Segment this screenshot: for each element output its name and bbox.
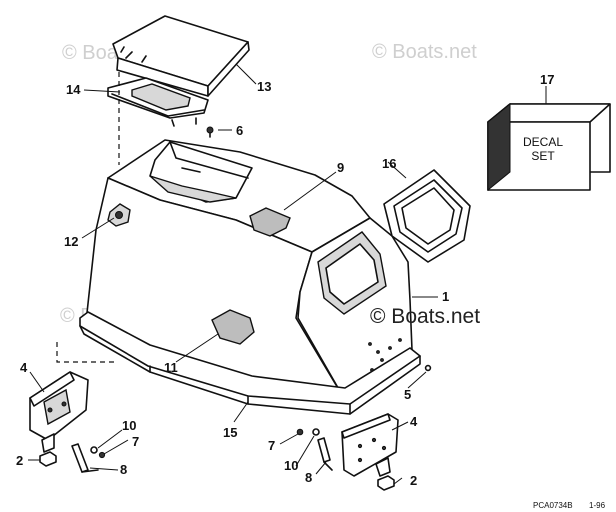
callout-7-right: 7 (268, 438, 275, 453)
top-cover-part-13 (112, 15, 250, 97)
mount-bracket-right-part-4 (341, 413, 399, 477)
callout-13: 13 (257, 79, 271, 94)
callout-7-left: 7 (132, 434, 139, 449)
alignment-line-bracket (56, 342, 118, 363)
callout-6: 6 (236, 123, 243, 138)
main-cowl-part-1 (85, 139, 413, 401)
callout-8-right: 8 (305, 470, 312, 485)
washer-right-part-10 (312, 428, 320, 436)
callout-1: 1 (442, 289, 449, 304)
callout-9: 9 (337, 160, 344, 175)
callout-16: 16 (382, 156, 396, 171)
screw-left-part-7 (98, 451, 106, 459)
callout-10-right: 10 (284, 458, 298, 473)
callout-14: 14 (66, 82, 81, 97)
callout-17: 17 (540, 72, 554, 87)
watermark-top-right: © Boats.net (372, 41, 477, 63)
leader-lines (28, 63, 547, 485)
washer-left-part-10 (90, 446, 98, 454)
bottom-seal-part-15 (79, 311, 421, 415)
clip-right-part-8 (317, 437, 333, 471)
callout-5: 5 (404, 387, 411, 402)
screw-right-part-7 (296, 428, 304, 436)
callout-15: 15 (223, 425, 237, 440)
callout-2-left: 2 (16, 453, 23, 468)
callout-2-right: 2 (410, 473, 417, 488)
grill-insert-part-14 (107, 77, 209, 127)
mount-bracket-left-part-4 (29, 371, 89, 453)
clip-left-part-8 (71, 443, 99, 473)
decal-patch-part-11 (211, 309, 255, 345)
callout-12: 12 (64, 234, 78, 249)
watermark-mid-right: © Boats.net (370, 305, 480, 328)
nut-right-part-2 (377, 475, 395, 491)
nut-left-part-2 (39, 451, 57, 467)
decal-label-line1: DECAL (523, 135, 563, 149)
callout-10-left: 10 (122, 418, 136, 433)
callout-4-right: 4 (410, 414, 418, 429)
callout-8-left: 8 (120, 462, 127, 477)
callout-11: 11 (164, 360, 178, 375)
screw-part-6 (206, 126, 214, 138)
decal-label-line2: SET (531, 149, 555, 163)
figure-date: 1-96 (589, 501, 606, 510)
fastener-part-12 (107, 203, 131, 227)
decal-set-part-17: DECAL SET (487, 102, 611, 192)
decal-patch-part-9 (249, 207, 291, 237)
figure-code: PCA0734B (533, 501, 573, 510)
screw-part-5 (424, 364, 432, 372)
callout-4-left: 4 (20, 360, 28, 375)
window-frame-part-16 (383, 169, 471, 263)
